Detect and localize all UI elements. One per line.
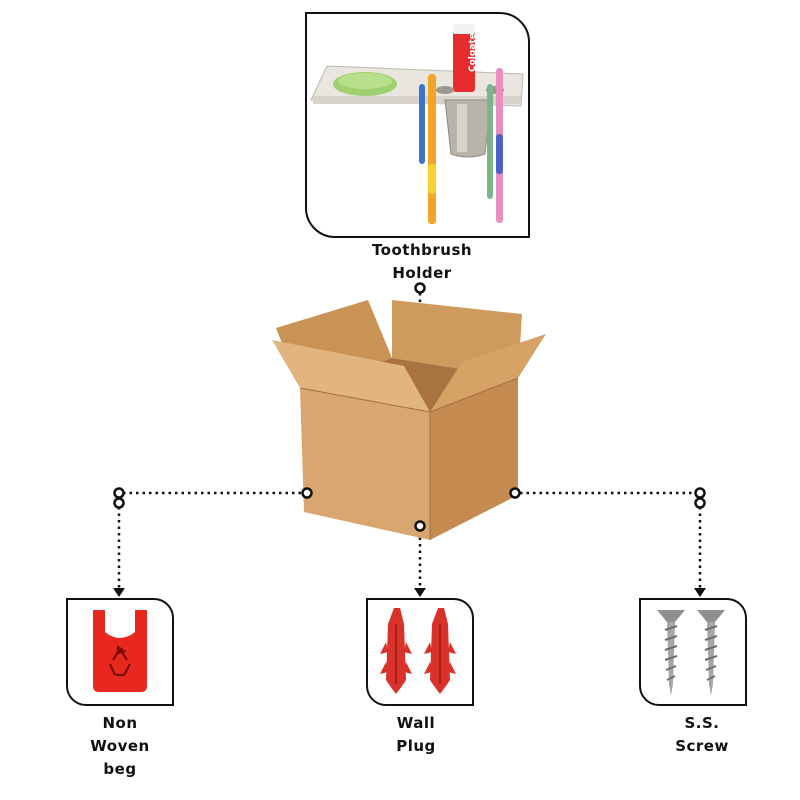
toothbrush-orange bbox=[428, 74, 436, 224]
non-woven-bag-label-line2: Woven bbox=[90, 737, 150, 755]
toothbrush-holder-frame: Colgate bbox=[305, 12, 530, 238]
screw-right bbox=[697, 610, 725, 696]
wall-plug-label-line2: Plug bbox=[396, 737, 436, 755]
wall-plug-right bbox=[424, 608, 456, 694]
node-left-lower bbox=[113, 497, 125, 509]
ss-screw-label: S.S. Screw bbox=[622, 712, 782, 758]
node-top bbox=[414, 282, 426, 294]
toothbrush-holder-label-line2: Holder bbox=[392, 264, 452, 282]
wall-plug-left bbox=[380, 608, 412, 694]
node-right-lower bbox=[694, 497, 706, 509]
arrowhead-right bbox=[694, 588, 706, 597]
box-right-face bbox=[430, 378, 518, 540]
ss-screw-label-line2: Screw bbox=[675, 737, 729, 755]
recycle-icon bbox=[108, 644, 131, 677]
wall-plug-label-line1: Wall bbox=[396, 714, 436, 732]
ss-screw-icon bbox=[657, 610, 725, 696]
node-box-right bbox=[509, 487, 521, 499]
non-woven-bag-frame bbox=[66, 598, 174, 706]
non-woven-bag-label-line1: Non bbox=[102, 714, 138, 732]
toothpaste-tube: Colgate bbox=[453, 24, 478, 92]
arrowhead-center bbox=[414, 588, 426, 597]
toothbrush-holder-label-line1: Toothbrush bbox=[371, 241, 473, 259]
node-right-upper bbox=[694, 487, 706, 499]
non-woven-bag-label-line3: beg bbox=[103, 760, 137, 778]
arrowhead-left bbox=[113, 588, 125, 597]
wall-plug-label: Wall Plug bbox=[336, 712, 496, 758]
toothbrush-pink bbox=[496, 68, 503, 223]
ss-screw-frame bbox=[639, 598, 747, 706]
screw-left bbox=[657, 610, 685, 696]
node-box-left bbox=[301, 487, 313, 499]
toothbrush-holder-label: Toothbrush Holder bbox=[342, 239, 502, 285]
ss-screw-label-line1: S.S. bbox=[684, 714, 720, 732]
node-left-upper bbox=[113, 487, 125, 499]
wall-plug-frame bbox=[366, 598, 474, 706]
toothpaste-brand: Colgate bbox=[468, 33, 478, 72]
node-box-bottom bbox=[414, 520, 426, 532]
box-right-flap bbox=[430, 334, 546, 412]
wall-plug-icon bbox=[380, 608, 456, 694]
toothbrush-blue bbox=[419, 84, 425, 164]
box-front-flap bbox=[272, 340, 430, 412]
non-woven-bag-label: Non Woven beg bbox=[40, 712, 200, 781]
toothbrush-holder-image: Colgate bbox=[310, 24, 524, 224]
non-woven-bag-icon bbox=[93, 610, 147, 692]
steel-cup bbox=[444, 99, 492, 158]
toothbrush-green bbox=[487, 84, 493, 199]
box-front-face bbox=[300, 388, 430, 540]
